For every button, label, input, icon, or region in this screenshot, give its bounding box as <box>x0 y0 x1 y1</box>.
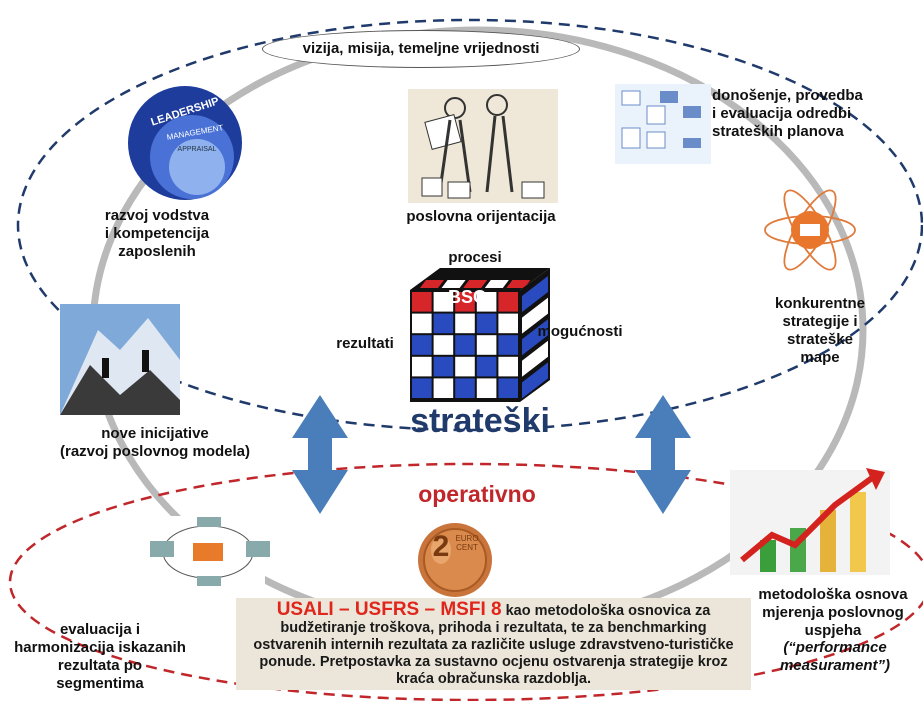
vision-mission-text: vizija, misija, temeljne vrijednosti <box>302 40 540 57</box>
operative-title: operativno <box>418 481 536 507</box>
initiatives-label: nove inicijative (razvoj poslovnog model… <box>59 425 251 460</box>
decisions-label: donošenje, provedba i evaluacija odredbi… <box>712 87 863 140</box>
methodology-box: USALI – USFRS – MSFI 8 kao metodološka o… <box>236 598 751 690</box>
cube-top-label: procesi <box>448 249 502 266</box>
flowchart-image <box>615 84 711 164</box>
standards-acronyms: USALI – USFRS – MSFI 8 <box>276 599 502 620</box>
performance-label: (“performance measurament”) <box>779 639 891 674</box>
bsc-label: BSC <box>447 287 486 307</box>
vision-mission-pill: vizija, misija, temeljne vrijednosti <box>262 30 580 68</box>
methodology-label: metodološka osnova mjerenja poslovnog us… <box>758 586 908 639</box>
mountain-climbers-photo <box>60 304 180 415</box>
leadership-label: razvoj vodstva i kompetencija zaposlenih <box>104 207 210 260</box>
cycle-diagram-image <box>150 516 270 588</box>
orientation-label: poslovna orijentacija <box>406 208 556 225</box>
growth-chart-image <box>730 468 890 575</box>
newspaper-readers-image <box>408 89 558 203</box>
strategic-ellipse <box>16 18 923 432</box>
cube-left-label: rezultati <box>336 335 394 352</box>
two-cent-coin-image <box>418 523 492 597</box>
bsc-rubik-cube <box>410 268 550 402</box>
atom-icon <box>764 189 856 271</box>
leadership-icon <box>128 86 242 200</box>
evaluation-label: evaluacija i harmonizacija iskazanih rez… <box>14 621 186 692</box>
coin-text: EURO CENT <box>455 534 479 552</box>
right-double-arrow <box>635 395 691 514</box>
appraisal-icon-label: APPRAISAL <box>177 146 217 153</box>
coin-value: 2 <box>432 530 450 563</box>
left-double-arrow <box>292 395 348 514</box>
strategic-title: strateški <box>410 402 550 440</box>
cube-right-label: mogućnosti <box>537 323 623 340</box>
operative-ellipse <box>8 462 923 701</box>
competitive-label: konkurentne strategije i strateške mape <box>774 295 865 366</box>
methodology-text: kao metodološka osnovica za budžetiranje… <box>253 603 734 687</box>
